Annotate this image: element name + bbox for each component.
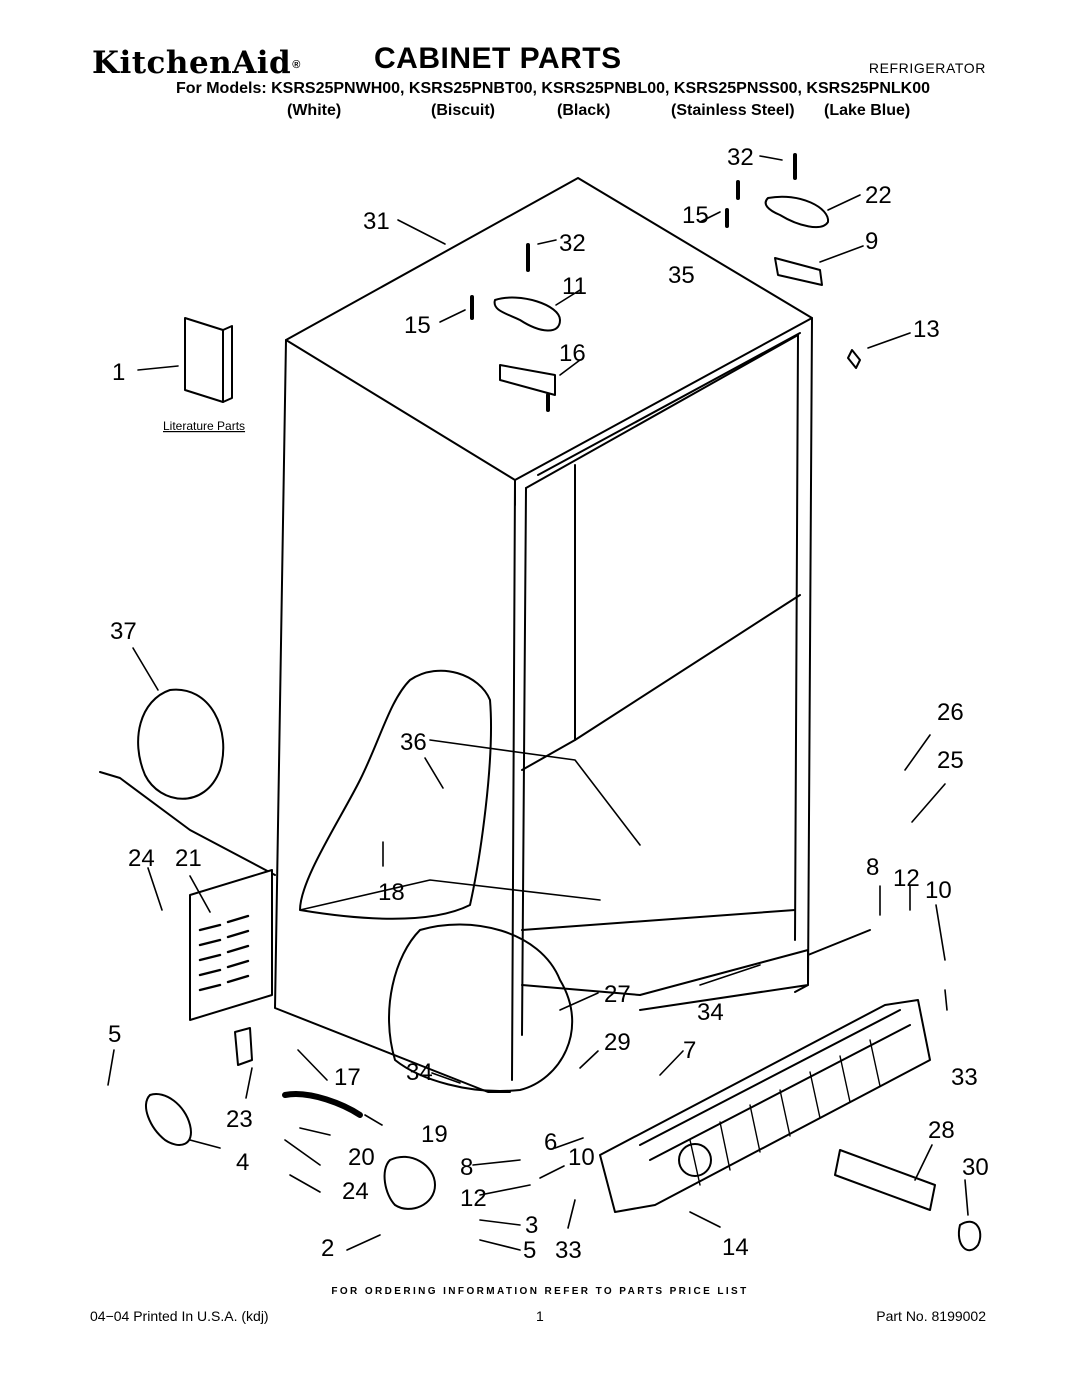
callout-7: 7 (683, 1037, 696, 1064)
cutaway-detail-upper (299, 669, 492, 920)
callout-12-left: 12 (460, 1185, 487, 1212)
part-number: Part No. 8199002 (876, 1308, 986, 1324)
top-hinge-right (774, 257, 823, 286)
callout-24-left: 24 (128, 845, 155, 872)
callout-29: 29 (604, 1029, 631, 1056)
callout-27: 27 (604, 981, 631, 1008)
filter-cap (957, 1220, 982, 1252)
callout-16: 16 (559, 340, 586, 367)
page-number: 1 (536, 1308, 544, 1324)
callout-2: 2 (321, 1235, 334, 1262)
page-title: CABINET PARTS (374, 42, 622, 75)
callout-19: 19 (421, 1121, 448, 1148)
top-hinge-cover-left (493, 296, 561, 332)
callout-34-right: 34 (697, 999, 724, 1026)
callout-25: 25 (937, 747, 964, 774)
callout-8-left: 8 (460, 1154, 473, 1181)
water-filter (834, 1149, 936, 1211)
callout-4: 4 (236, 1149, 249, 1176)
callout-31: 31 (363, 208, 390, 235)
callout-8-right: 8 (866, 854, 879, 881)
callout-14: 14 (722, 1234, 749, 1261)
clip-13 (847, 349, 861, 369)
callout-5-bottom: 5 (523, 1237, 536, 1264)
color-stainless-steel: (Stainless Steel) (671, 102, 795, 119)
callout-21: 21 (175, 845, 202, 872)
callout-20: 20 (348, 1144, 375, 1171)
callout-6: 6 (544, 1129, 557, 1156)
callout-32-top: 32 (727, 144, 754, 171)
callout-22: 22 (865, 182, 892, 209)
callout-32-mid: 32 (559, 230, 586, 257)
callout-5-left: 5 (108, 1021, 121, 1048)
callout-12-right: 12 (893, 865, 920, 892)
ordering-note: FOR ORDERING INFORMATION REFER TO PARTS … (331, 1286, 749, 1297)
callout-33-bottom: 33 (555, 1237, 582, 1264)
product-category: REFRIGERATOR (868, 60, 986, 76)
color-white: (White) (287, 102, 342, 119)
callout-15-left: 15 (404, 312, 431, 339)
callout-18: 18 (378, 879, 405, 906)
callout-9: 9 (865, 228, 878, 255)
callout-35: 35 (668, 262, 695, 289)
cutaway-detail-lower (388, 923, 574, 1092)
callout-3: 3 (525, 1212, 538, 1239)
cabinet-outline (274, 177, 871, 1093)
callout-36: 36 (400, 729, 427, 756)
models-line: For Models: KSRS25PNWH00, KSRS25PNBT00, … (176, 80, 931, 97)
callout-13: 13 (913, 316, 940, 343)
callout-10-left: 10 (568, 1144, 595, 1171)
literature-parts (184, 317, 233, 403)
rear-access-cover (189, 869, 273, 1021)
callout-26: 26 (937, 699, 964, 726)
callout-17: 17 (334, 1064, 361, 1091)
callout-33-right: 33 (951, 1064, 978, 1091)
brand-logo: KitchenAid® (92, 45, 301, 81)
top-hinge-cover-right (764, 195, 830, 229)
base-grille (599, 999, 931, 1213)
callout-15-right: 15 (682, 202, 709, 229)
color-biscuit: (Biscuit) (431, 102, 495, 119)
callout-10-right: 10 (925, 877, 952, 904)
callout-11: 11 (562, 273, 587, 300)
bracket-23 (234, 1027, 253, 1066)
color-lake-blue: (Lake Blue) (824, 102, 911, 119)
callout-24-bottom: 24 (342, 1178, 369, 1205)
roller-4 (145, 1093, 192, 1146)
color-black: (Black) (557, 102, 611, 119)
callout-34-left: 34 (406, 1059, 433, 1086)
roller-2 (383, 1155, 436, 1210)
callout-37: 37 (110, 618, 137, 645)
callout-28: 28 (928, 1117, 955, 1144)
callout-23: 23 (226, 1106, 253, 1133)
printed-info: 04−04 Printed In U.S.A. (kdj) (90, 1308, 269, 1324)
callout-1: 1 (112, 359, 125, 386)
literature-parts-label: Literature Parts (163, 419, 245, 433)
callout-30: 30 (962, 1154, 989, 1181)
top-hinge-left (499, 364, 556, 396)
water-tube-coil (137, 688, 225, 800)
